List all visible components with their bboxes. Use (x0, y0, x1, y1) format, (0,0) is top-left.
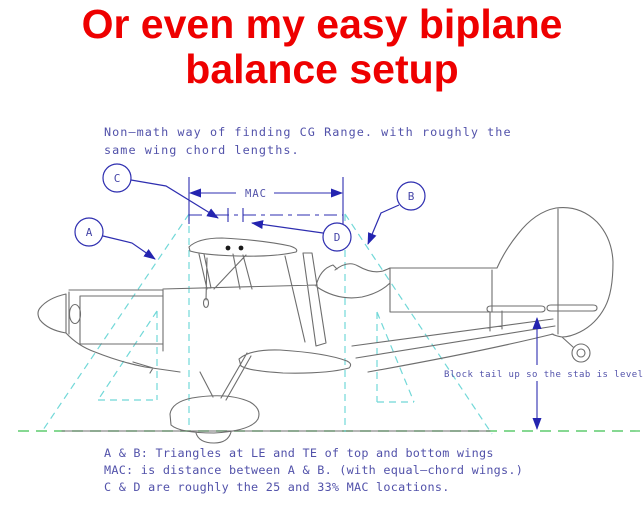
tail-wheel (571, 343, 591, 363)
callout-letter-d: D (334, 231, 341, 244)
tail-note: Block tail up so the stab is level (444, 370, 644, 380)
cg-dot-d (238, 245, 244, 251)
mac-label: MAC (245, 188, 267, 200)
callout-letter-c: C (114, 172, 121, 185)
page-title: Or even my easy biplane balance setup (0, 2, 644, 92)
callout-circle-b (396, 181, 426, 211)
title-line-1: Or even my easy biplane (81, 1, 563, 47)
footer-line-1: A & B: Triangles at LE and TE of top and… (104, 446, 494, 460)
subtitle-line-1: Non–math way of finding CG Range. with r… (104, 125, 512, 139)
biplane-outline (37, 207, 614, 444)
cg-dot-c (225, 245, 231, 251)
tail-wheel-hub (576, 348, 586, 358)
callout-circle-d (322, 222, 352, 252)
cg-dots (225, 245, 244, 251)
leader-a (102, 235, 156, 260)
footer-line-2: MAC: is distance between A & B. (with eq… (104, 463, 523, 477)
mac-extension-lines (188, 177, 344, 224)
leader-c (130, 179, 219, 219)
callout-letter-b: B (408, 190, 415, 203)
tail-wheel-outer (571, 343, 591, 363)
leader-d (251, 220, 324, 234)
callout-circle-a (74, 217, 104, 247)
leader-b (367, 204, 400, 245)
cg-tick-marks (227, 208, 244, 222)
subtitle-line-2: same wing chord lengths. (104, 143, 300, 157)
callout-circle-c (102, 163, 132, 193)
balance-triangles (42, 213, 493, 435)
footer-line-3: C & D are roughly the 25 and 33% MAC loc… (104, 480, 450, 494)
title-line-2: balance setup (185, 46, 459, 92)
strut-fairing-tip (202, 297, 210, 309)
callout-letter-a: A (86, 226, 93, 239)
cowl-intake (68, 303, 82, 325)
callout-bubbles: A B C D (74, 163, 426, 252)
